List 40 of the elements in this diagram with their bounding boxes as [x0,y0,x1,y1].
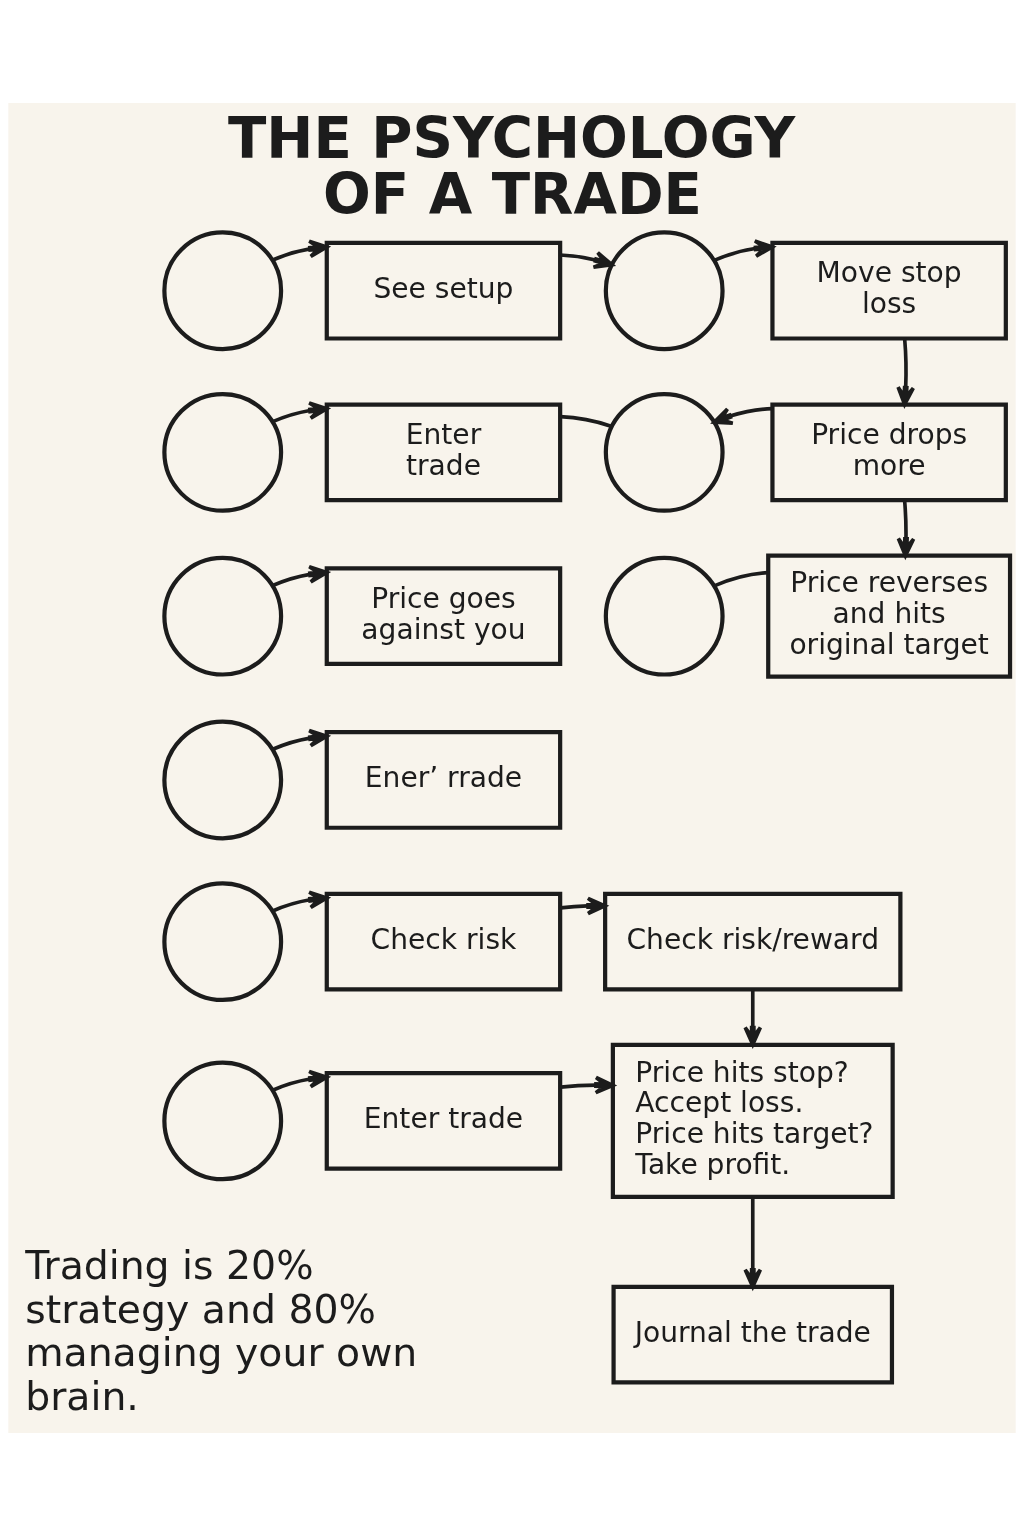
arrow [560,896,607,916]
arrow [272,401,329,424]
arrow [896,500,916,558]
arrow [896,338,916,407]
node-box: Check risk [324,891,563,992]
node-box: Journal the trade [611,1284,895,1385]
node-box: Ener’ rrade [324,730,563,830]
arrow [272,728,329,751]
arrow [712,406,773,426]
arrow [272,1069,329,1092]
node-box: See setup [324,240,563,341]
arrow [713,239,775,263]
node-box: Price hits stop? Accept loss. Price hits target? Take profit. [610,1042,895,1199]
connector [560,414,613,429]
arrow [272,239,329,262]
node-box: Price drops more [770,402,1008,503]
node-box: Enter trade [324,1070,563,1171]
arrow [272,890,329,913]
node-box: Check risk/reward [603,891,903,992]
node-box: Price goes against you [324,566,563,667]
node-circle [162,230,284,352]
node-box: Move stop loss [770,240,1008,341]
caption: Trading is 20% strategy and 80% managing your own brain. [25,1241,418,1419]
arrow [560,250,614,270]
arrow [743,989,763,1047]
node-circle [603,230,725,352]
node-box: Price reverses and hits original target [766,553,1013,679]
node-circle [162,719,284,841]
arrow [272,564,329,588]
arrow [743,1197,763,1289]
connector [713,570,768,588]
node-circle [162,391,284,513]
node-circle [162,881,284,1003]
node-circle [603,555,725,677]
node-circle [162,1060,284,1182]
diagram-title: THE PSYCHOLOGY OF A TRADE [228,105,796,228]
arrow [560,1075,615,1095]
node-circle [162,555,284,677]
node-circle [603,391,725,513]
node-box: Enter trade [324,402,563,503]
